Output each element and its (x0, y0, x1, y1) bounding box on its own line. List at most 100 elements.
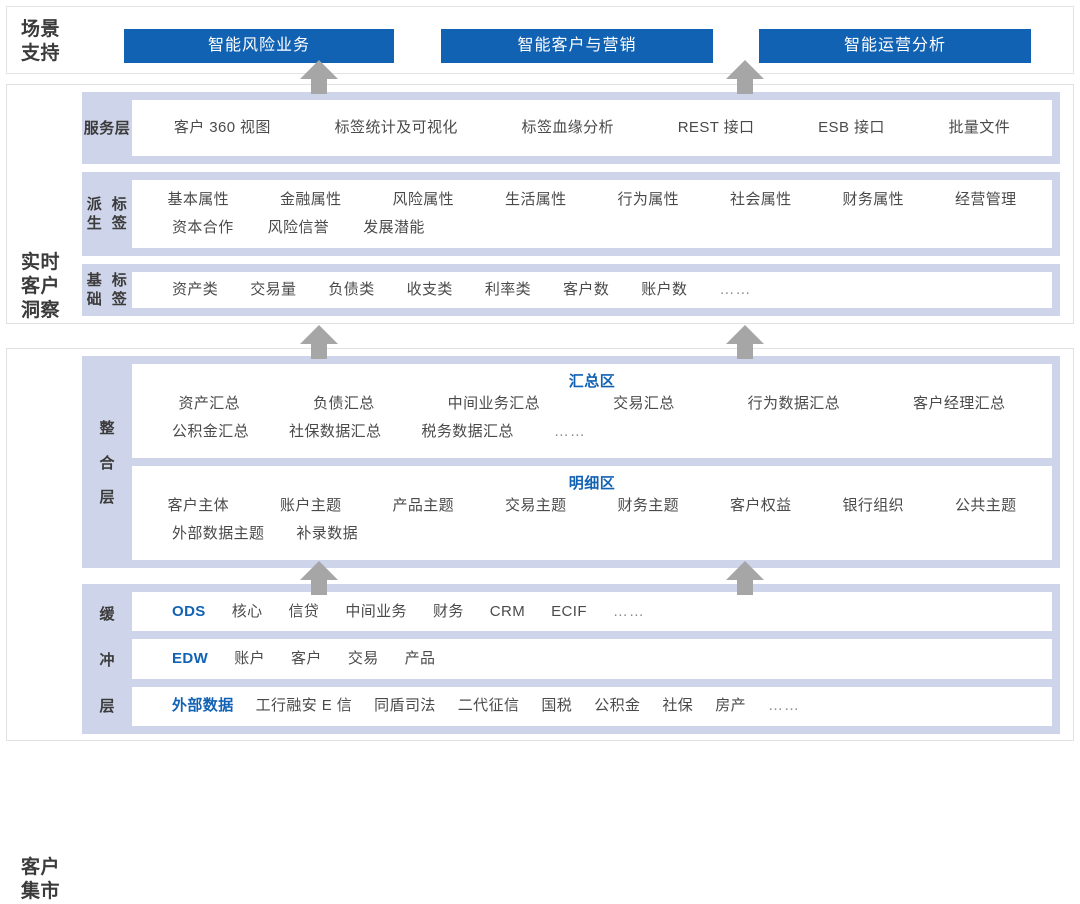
tag-item[interactable]: 交易主题 (504, 497, 567, 514)
tag-item[interactable]: 银行组织 (842, 497, 905, 514)
tag-item-accent[interactable]: EDW (172, 649, 209, 667)
layer-label-char: 整 (99, 420, 115, 438)
derived-tag-layer-card: 基本属性 金融属性 风险属性 生活属性 行为属性 社会属性 财务属性 经营管理 资本合作 风险信… (132, 180, 1052, 248)
tag-item[interactable]: 行为属性 (617, 191, 680, 208)
title-line: 场景 (21, 19, 61, 40)
title-line: 派生 (86, 196, 103, 232)
realtime-customer-insight-title: 实时客户洞察 (21, 251, 81, 323)
scene-support-panel: 场景支持 智能风险业务 智能客户与营销 智能运营分析 (6, 6, 1074, 74)
tag-item[interactable]: 交易量 (250, 281, 297, 298)
tag-item[interactable]: 财务主题 (617, 497, 680, 514)
tag-item[interactable]: …… (612, 602, 645, 620)
tag-item-accent[interactable]: ODS (172, 602, 206, 620)
buffer-row-ods: ODS 核心 信贷 中间业务 财务 CRM ECIF …… (132, 592, 1052, 632)
tag-item[interactable]: 房产 (715, 697, 747, 715)
base-tag-layer-card: 资产类 交易量 负债类 收支类 利率类 客户数 账户数 …… (132, 272, 1052, 308)
layer-label-char: 层 (99, 488, 115, 506)
tag-item[interactable]: 财务属性 (842, 191, 905, 208)
tag-item[interactable]: 社保数据汇总 (289, 423, 382, 440)
tag-item[interactable]: 收支类 (406, 281, 453, 298)
tag-row: EDW 账户 客户 交易 产品 (132, 645, 445, 673)
tag-item[interactable]: REST 接口 (677, 119, 755, 136)
tag-item[interactable]: 公积金汇总 (172, 423, 250, 440)
tag-item[interactable]: 金融属性 (279, 191, 342, 208)
tag-item[interactable]: 国税 (541, 697, 573, 715)
tag-item[interactable]: 行为数据汇总 (747, 395, 841, 412)
scene-button-operations-analytics[interactable]: 智能运营分析 (759, 29, 1031, 63)
tag-item[interactable]: 同盾司法 (374, 697, 436, 715)
tag-item[interactable]: 交易汇总 (613, 395, 675, 412)
tag-item[interactable]: 核心 (231, 602, 263, 620)
tag-item[interactable]: 二代征信 (457, 697, 520, 715)
tag-item[interactable]: 客户 360 视图 (173, 119, 271, 136)
tag-item[interactable]: 标签统计及可视化 (334, 119, 458, 136)
tag-item[interactable]: 利率类 (484, 281, 532, 298)
buffer-row-external: 外部数据 工行融安 E 信 同盾司法 二代征信 国税 公积金 社保 房产 …… (132, 686, 1052, 726)
title-line: 集市 (21, 881, 61, 902)
tag-item[interactable]: 客户经理汇总 (913, 395, 1006, 412)
tag-item[interactable]: 资本合作 (172, 219, 234, 236)
customer-mart-title: 客户集市 (21, 856, 81, 904)
tag-row: 资产汇总 负债汇总 中间业务汇总 交易汇总 行为数据汇总 客户经理汇总 (132, 390, 1052, 418)
tag-row: 客户主体 账户主题 产品主题 交易主题 财务主题 客户权益 银行组织 公共主题 (132, 492, 1052, 520)
tag-item[interactable]: ECIF (551, 602, 587, 620)
tag-item[interactable]: 账户 (234, 649, 266, 667)
tag-item[interactable]: 财务 (432, 602, 464, 620)
title-line: 基础 (86, 272, 103, 308)
buffer-layer-body: ODS 核心 信贷 中间业务 财务 CRM ECIF …… EDW 账户 客户 交易 产品 外部数据 工… (132, 584, 1060, 734)
tag-item[interactable]: 客户主体 (167, 497, 230, 514)
layer-label-char: 缓 (99, 605, 115, 623)
tag-item[interactable]: …… (553, 423, 586, 440)
tag-item[interactable]: 负债类 (328, 281, 375, 298)
tag-item[interactable]: 中间业务汇总 (447, 395, 541, 412)
detail-zone-card: 明细区 客户主体账户主题产品主题交易主题财务主题客户权益银行组织公共主题 外部数… (132, 466, 1052, 560)
tag-item[interactable]: 产品主题 (392, 497, 455, 514)
title-line: 洞察 (21, 300, 61, 321)
tag-item[interactable]: 发展潜能 (363, 219, 425, 236)
tag-item-accent[interactable]: 外部数据 (172, 697, 234, 715)
scene-button-risk[interactable]: 智能风险业务 (124, 29, 394, 63)
tag-item[interactable]: 批量文件 (948, 119, 1011, 136)
tag-item[interactable]: 账户主题 (279, 497, 342, 514)
title-line: 客户 (21, 857, 61, 878)
tag-item[interactable]: 风险属性 (392, 191, 455, 208)
tag-item[interactable]: ESB 接口 (818, 119, 885, 136)
tag-item[interactable]: 公共主题 (954, 497, 1017, 514)
tag-item[interactable]: 中间业务 (345, 602, 407, 620)
tag-row: 基本属性 金融属性 风险属性 生活属性 行为属性 社会属性 财务属性 经营管理 (132, 186, 1052, 214)
scene-button-customer-marketing[interactable]: 智能客户与营销 (441, 29, 713, 63)
tag-item[interactable]: 公积金 (594, 697, 641, 715)
tag-item[interactable]: 客户权益 (729, 497, 792, 514)
summary-zone-heading: 汇总区 (568, 373, 616, 390)
tag-item[interactable]: 资产汇总 (178, 395, 241, 412)
tag-item[interactable]: 信贷 (288, 602, 320, 620)
tag-item[interactable]: 负债汇总 (313, 395, 375, 412)
layer-label-char: 冲 (99, 651, 115, 669)
tag-item[interactable]: 客户数 (563, 281, 610, 298)
tag-item[interactable]: …… (719, 281, 752, 298)
tag-item[interactable]: 风险信誉 (267, 219, 330, 236)
tag-item[interactable]: 标签血缘分析 (521, 119, 614, 136)
tag-item[interactable]: CRM (489, 602, 526, 620)
tag-item[interactable]: 补录数据 (296, 525, 359, 542)
tag-item[interactable]: 客户 (291, 649, 322, 667)
title-line: 支持 (21, 43, 61, 64)
tag-item[interactable]: 外部数据主题 (172, 525, 265, 542)
tag-item[interactable]: 生活属性 (504, 191, 567, 208)
title-line: 服务 (83, 119, 115, 137)
tag-item[interactable]: 税务数据汇总 (421, 423, 514, 440)
tag-item[interactable]: 产品 (404, 649, 436, 667)
tag-item[interactable]: 社会属性 (729, 191, 792, 208)
integration-layer-label: 整合层 (82, 356, 132, 568)
tag-item[interactable]: 账户数 (641, 281, 688, 298)
title-line: 层 (114, 119, 131, 137)
tag-item[interactable]: 资产类 (172, 281, 219, 298)
tag-item[interactable]: 基本属性 (167, 191, 230, 208)
tag-item[interactable]: 社保 (662, 697, 694, 715)
tag-item[interactable]: 工行融安 E 信 (255, 697, 353, 715)
tag-item[interactable]: …… (768, 697, 801, 715)
tag-item[interactable]: 交易 (347, 649, 379, 667)
title-line: 实时 (21, 252, 61, 273)
tag-row: 客户 360 视图 标签统计及可视化 标签血缘分析 REST 接口 ESB 接口 批量文件 (132, 114, 1052, 142)
tag-item[interactable]: 经营管理 (954, 191, 1017, 208)
